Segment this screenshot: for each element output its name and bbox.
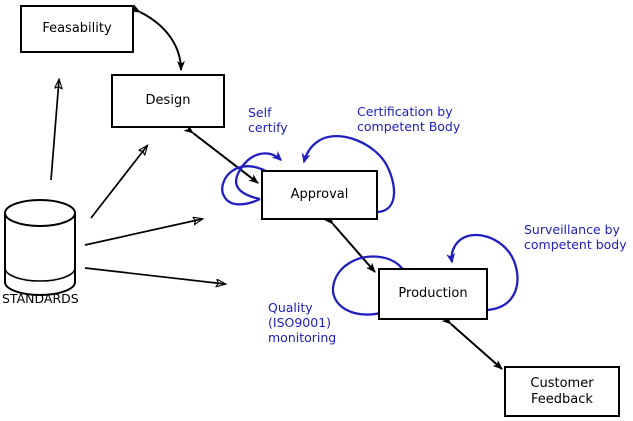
node-feasability-label: Feasability (42, 21, 112, 36)
edge-standards-design (90, 146, 147, 219)
edge-loop-surveillance (446, 233, 519, 312)
edge-loop-quality (331, 255, 410, 316)
node-customer-feedback-label: Customer Feedback (530, 375, 594, 407)
node-approval-label: Approval (290, 187, 349, 202)
annotation-certification-by-competent-body: Certification by competent Body (357, 104, 461, 134)
edge-standards-feasability (50, 80, 59, 181)
edge-loop-self-certify (221, 150, 283, 206)
node-production[interactable]: Production (378, 268, 488, 320)
node-production-label: Production (398, 286, 468, 301)
edge-standards-approval (84, 219, 202, 246)
edge-production-customer-feedback (441, 315, 503, 370)
edge-feasability-design (130, 4, 185, 71)
node-standards-label: STANDARDS (2, 291, 79, 306)
edge-loop-certification (301, 135, 396, 214)
node-customer-feedback[interactable]: Customer Feedback (504, 366, 620, 417)
node-feasability[interactable]: Feasability (20, 5, 134, 53)
annotation-surveillance-by-competent-body: Surveillance by competent body (524, 222, 627, 252)
node-design[interactable]: Design (111, 74, 225, 128)
standards-cylinder-shape (4, 199, 76, 296)
node-approval[interactable]: Approval (261, 170, 378, 220)
annotation-self-certify: Self certify (248, 105, 288, 135)
edge-approval-production (324, 214, 376, 273)
node-design-label: Design (145, 93, 191, 108)
edge-standards-production (84, 267, 225, 284)
edge-design-approval (183, 124, 259, 184)
annotation-quality-iso9001-monitoring: Quality (ISO9001) monitoring (268, 300, 337, 345)
